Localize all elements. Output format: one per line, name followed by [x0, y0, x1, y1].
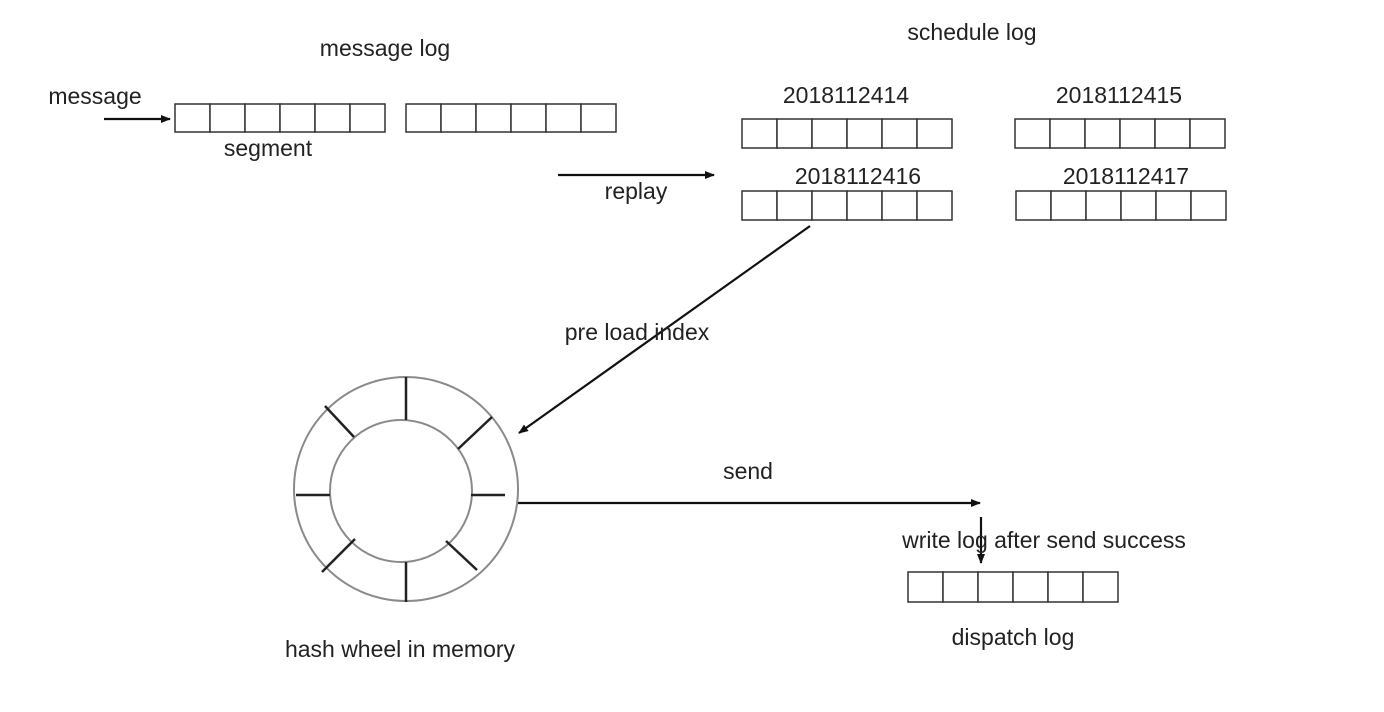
- segment-cell: [209, 103, 246, 133]
- segment-cell: [776, 190, 813, 221]
- pre-load-index-arrow: [518, 225, 811, 434]
- segment-cell: [1050, 190, 1087, 221]
- hash-wheel-slot-divider: [457, 416, 493, 450]
- segment-cell: [580, 103, 617, 133]
- segment-cell: [440, 103, 477, 133]
- segment-cell: [1119, 118, 1156, 149]
- schedule-log-label: schedule log: [907, 19, 1036, 45]
- segment-cell: [405, 103, 442, 133]
- segment-cell: [349, 103, 386, 133]
- segment-cell: [244, 103, 281, 133]
- segment-cell: [314, 103, 351, 133]
- hash-wheel-label: hash wheel in memory: [285, 636, 516, 662]
- segment-cell: [907, 571, 944, 603]
- segment-cell: [916, 190, 953, 221]
- segment-cell: [510, 103, 547, 133]
- segment-cell: [1082, 571, 1119, 603]
- segment-cell: [942, 571, 979, 603]
- segment-cell: [741, 118, 778, 149]
- dispatch-log-segment: [907, 571, 1119, 603]
- segment-cell: [741, 190, 778, 221]
- segment-cell: [811, 118, 848, 149]
- segment-cell: [1015, 190, 1052, 221]
- pre-load-index-label: pre load index: [565, 319, 710, 345]
- hash-wheel-inner-ring: [329, 419, 473, 563]
- segment-cell: [1085, 190, 1122, 221]
- write-log-label: write log after send success: [901, 527, 1186, 553]
- schedule-segment-label-2: 2018112415: [1056, 82, 1182, 108]
- segment-cell: [279, 103, 316, 133]
- message-label: message: [48, 83, 141, 109]
- segment-cell: [881, 118, 918, 149]
- dispatch-log-label: dispatch log: [952, 624, 1075, 650]
- replay-label: replay: [605, 178, 668, 204]
- segment-cell: [174, 103, 211, 133]
- segment-cell: [1014, 118, 1051, 149]
- segment-cell: [846, 190, 883, 221]
- segment-cell: [1012, 571, 1049, 603]
- schedule-segment-2: [1014, 118, 1226, 149]
- segment-cell: [1120, 190, 1157, 221]
- send-label: send: [723, 458, 773, 484]
- schedule-segment-label-3: 2018112416: [795, 163, 921, 189]
- segment-cell: [811, 190, 848, 221]
- segment-label: segment: [224, 135, 313, 161]
- schedule-segment-4: [1015, 190, 1227, 221]
- segment-cell: [1154, 118, 1191, 149]
- schedule-segment-label-1: 2018112414: [783, 82, 909, 108]
- schedule-segment-3: [741, 190, 953, 221]
- message-log-segment-2: [405, 103, 617, 133]
- segment-cell: [881, 190, 918, 221]
- segment-cell: [1047, 571, 1084, 603]
- schedule-segment-1: [741, 118, 953, 149]
- schedule-segment-label-4: 2018112417: [1063, 163, 1189, 189]
- segment-cell: [977, 571, 1014, 603]
- segment-cell: [475, 103, 512, 133]
- hash-wheel: [293, 376, 519, 602]
- hash-wheel-slot-divider: [324, 405, 355, 438]
- segment-cell: [846, 118, 883, 149]
- hash-wheel-slot-divider: [445, 540, 478, 571]
- segment-cell: [1189, 118, 1226, 149]
- hash-wheel-slot-divider: [321, 538, 356, 573]
- segment-cell: [1049, 118, 1086, 149]
- message-log-segment-1: [174, 103, 386, 133]
- segment-cell: [545, 103, 582, 133]
- segment-cell: [1084, 118, 1121, 149]
- segment-cell: [916, 118, 953, 149]
- segment-cell: [1155, 190, 1192, 221]
- segment-cell: [1190, 190, 1227, 221]
- segment-cell: [776, 118, 813, 149]
- message-log-label: message log: [320, 35, 450, 61]
